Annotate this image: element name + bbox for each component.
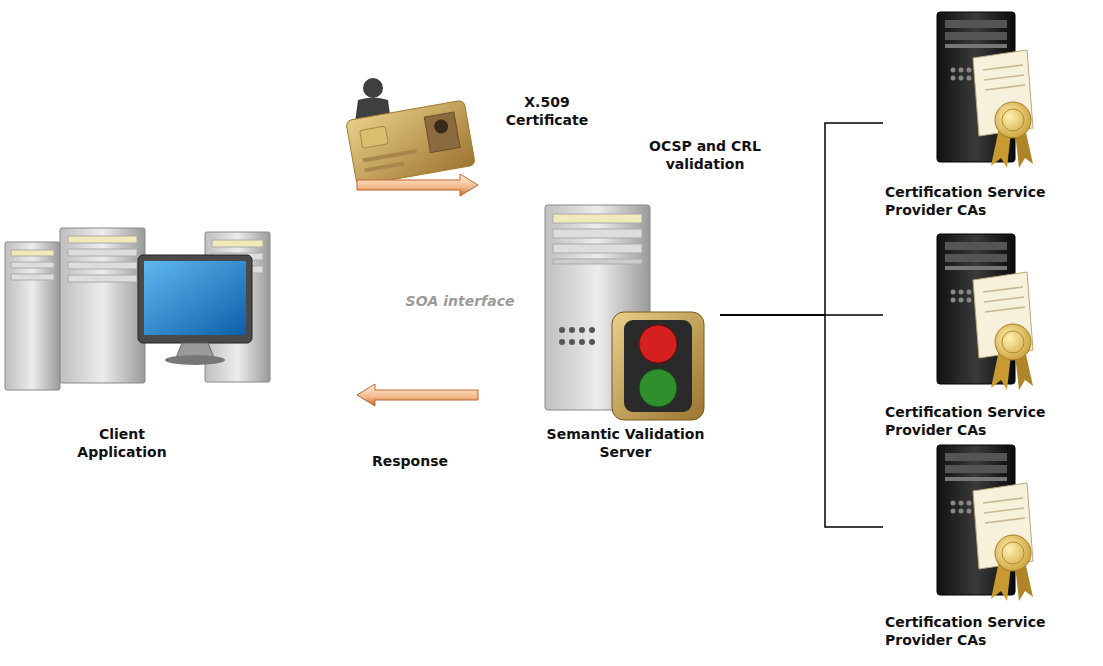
ca-node: Certification Service Provider CAs — [883, 232, 1097, 444]
network-line — [720, 315, 883, 527]
interface-label: SOA interface — [400, 292, 520, 310]
protocol-label: OCSP and CRL validation — [620, 137, 790, 173]
node-label: Semantic Validation Server — [533, 425, 718, 461]
server-icon — [545, 205, 704, 420]
node-label: Certification Service Provider CAs — [885, 613, 1095, 649]
client-node: Client Application — [0, 150, 355, 470]
connector — [357, 384, 478, 406]
ca-node: Certification Service Provider CAs — [883, 448, 1097, 662]
node-label: Certification Service Provider CAs — [885, 403, 1095, 439]
connector — [357, 174, 478, 196]
ca-server-icon — [937, 12, 1033, 168]
ca-server-icon — [937, 445, 1033, 601]
flow-arrow — [357, 384, 478, 406]
node-label: Certification Service Provider CAs — [885, 183, 1095, 219]
edge-label: X.509 Certificate — [492, 93, 602, 129]
client-icon — [5, 228, 270, 390]
node-label: Client Application — [62, 425, 182, 461]
certificate-card-illustration — [346, 78, 476, 186]
ca-node: Certification Service Provider CAs — [883, 5, 1098, 230]
ca-server-icon — [937, 234, 1033, 390]
connector — [720, 315, 883, 527]
server-node: Semantic Validation Server — [480, 150, 720, 485]
flow-arrow — [357, 174, 478, 196]
edge-label: Response — [355, 452, 465, 470]
